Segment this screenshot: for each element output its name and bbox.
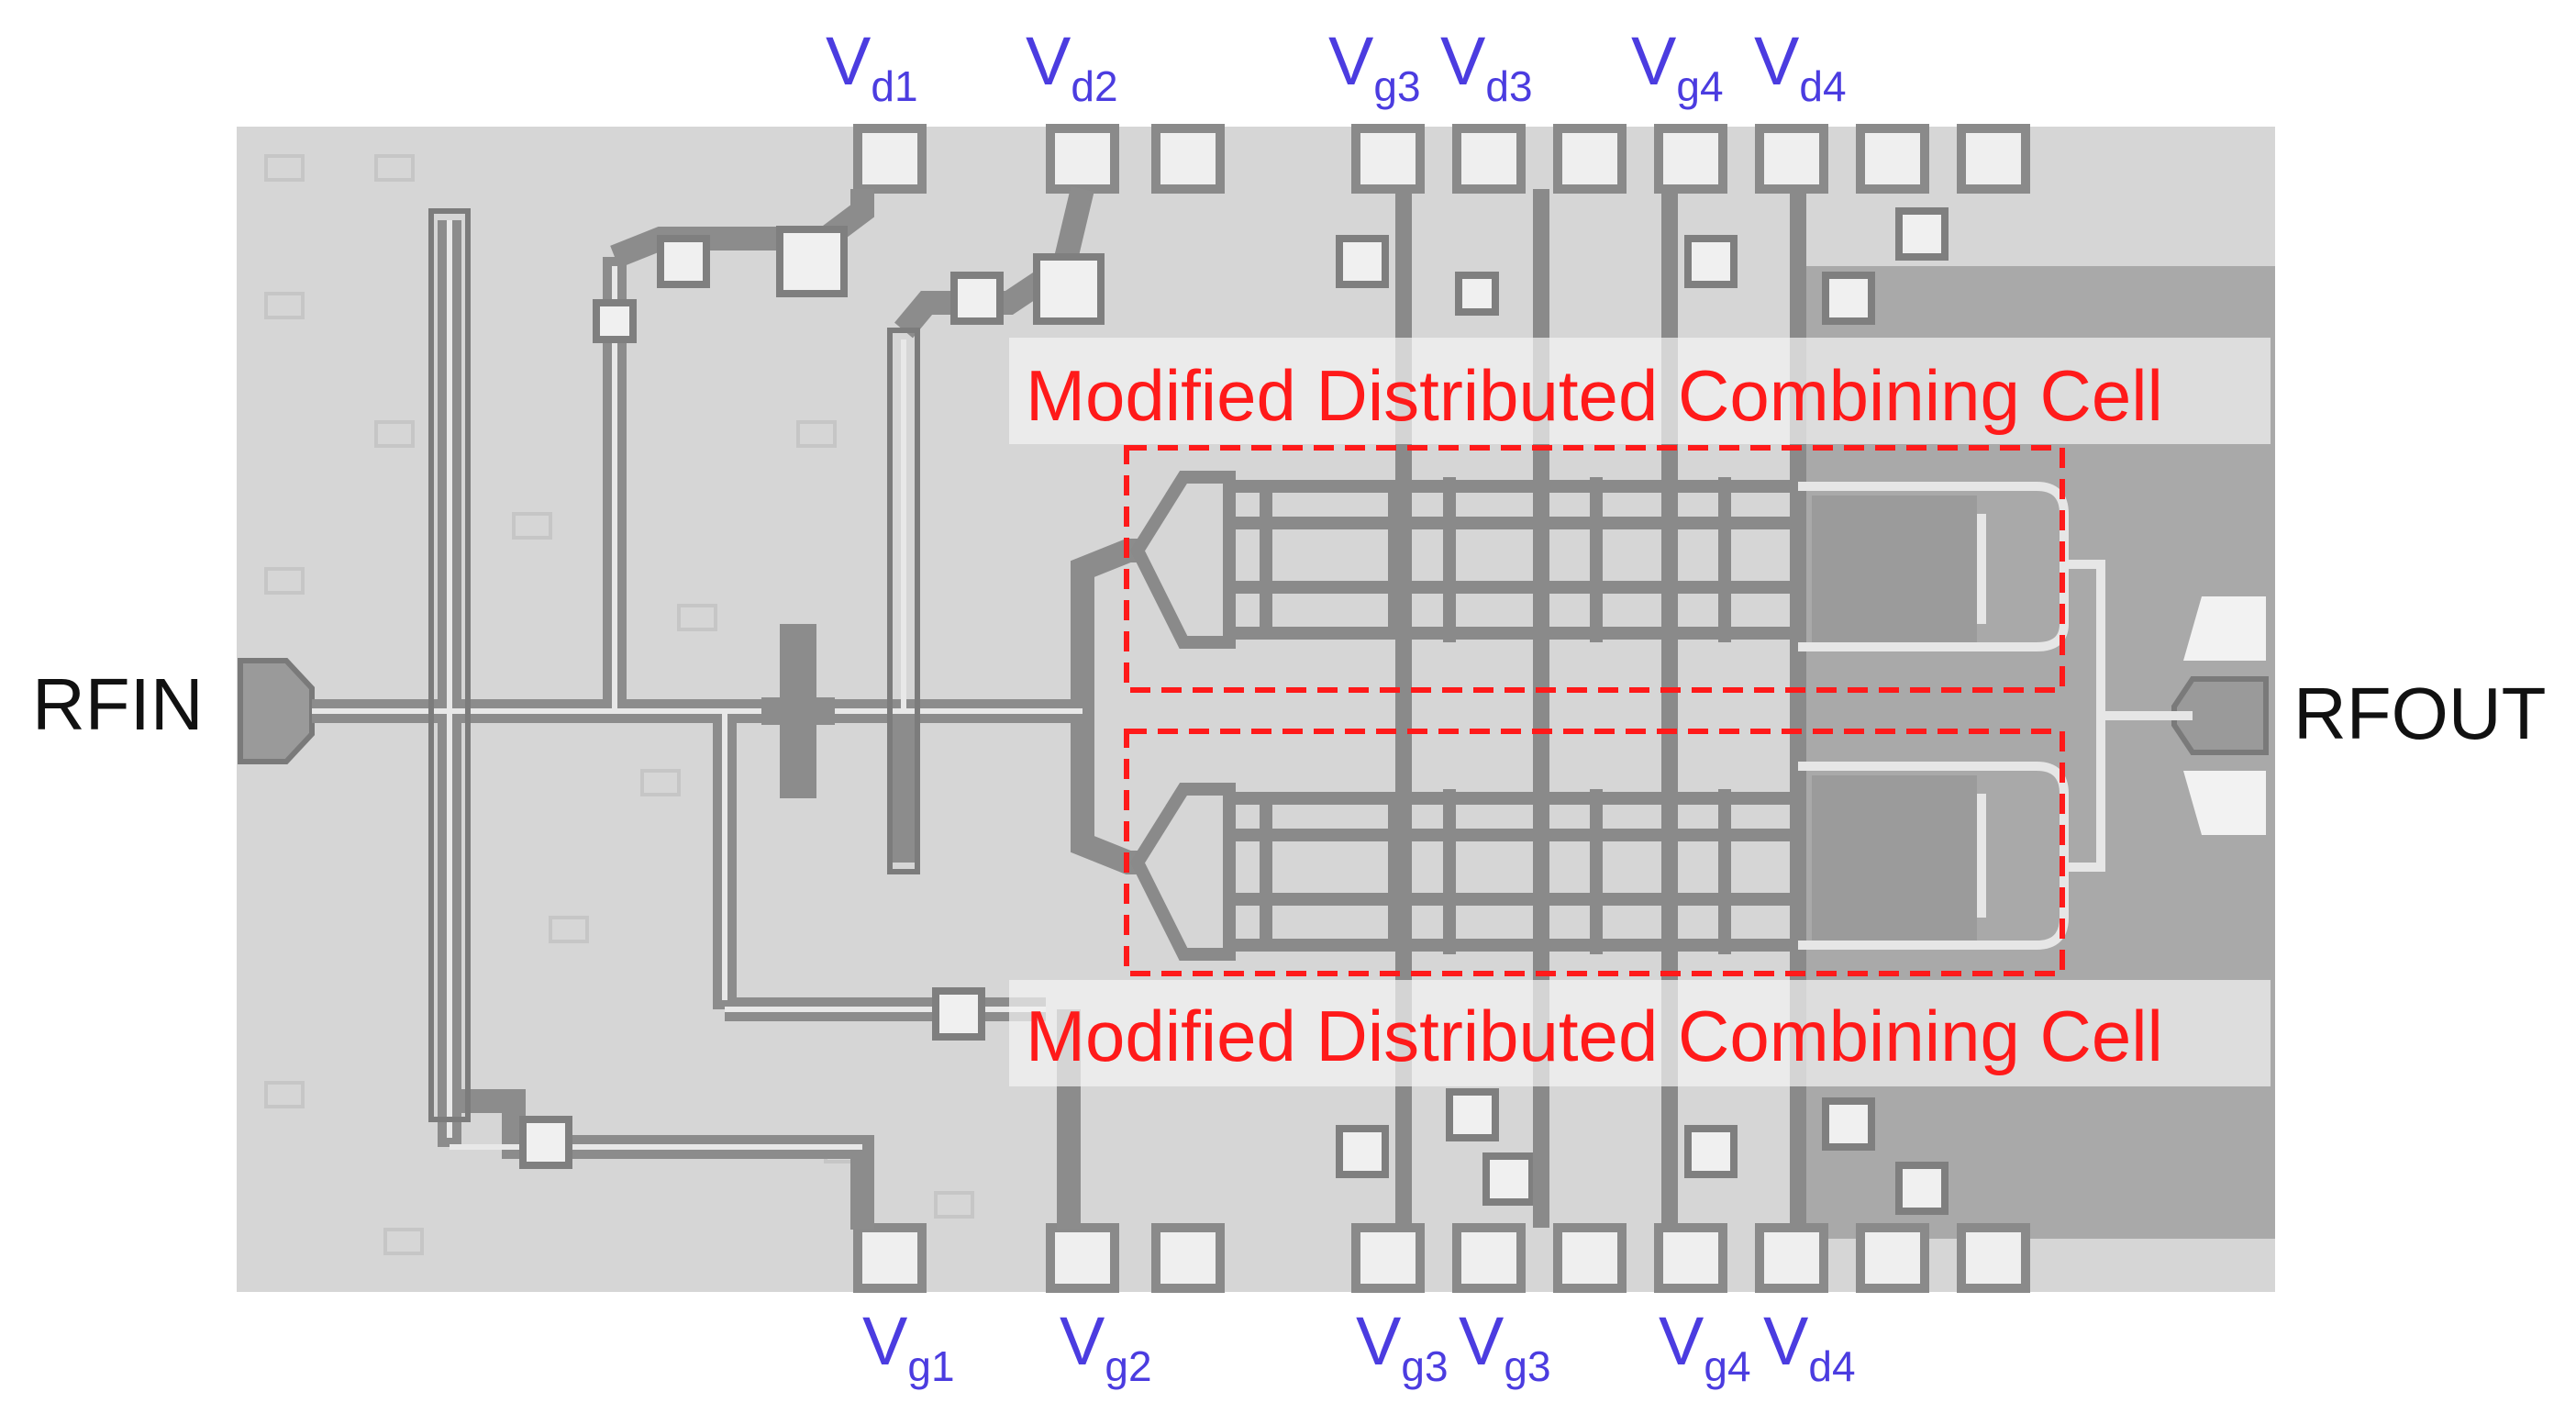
bias-network-bottom xyxy=(519,987,1949,1215)
pin-label-main: V xyxy=(1631,23,1677,99)
pin-label-sub: g4 xyxy=(1676,62,1724,110)
pin-label-main: V xyxy=(1440,23,1486,99)
upper-cell-highlight xyxy=(1124,445,2065,693)
cross-element-h xyxy=(761,697,835,725)
stub-vertical-left xyxy=(428,208,471,1122)
bottom-pads xyxy=(853,1223,2030,1293)
rfout-pad xyxy=(2171,676,2269,755)
label-strip-lower xyxy=(1009,980,2271,1086)
upper-cell-label: Modified Distributed Combining Cell xyxy=(1026,355,2163,436)
pin-label-vd1: Vd1 xyxy=(826,28,918,110)
stub-vertical-center xyxy=(887,328,920,874)
lower-cell-label: Modified Distributed Combining Cell xyxy=(1026,996,2163,1076)
pin-label-sub: d4 xyxy=(1808,1342,1856,1390)
pin-label-vg1: Vg1 xyxy=(862,1308,955,1390)
pin-label-vg4-top: Vg4 xyxy=(1631,28,1724,110)
rfout-ground-upper xyxy=(2183,596,2266,661)
pin-label-sub: g2 xyxy=(1105,1342,1152,1390)
pin-label-vd3: Vd3 xyxy=(1440,28,1533,110)
pin-label-vg2: Vg2 xyxy=(1060,1308,1152,1390)
upper-combining-cell xyxy=(1129,471,1798,649)
bias-network-top xyxy=(593,207,1949,343)
pin-label-sub: d2 xyxy=(1071,62,1118,110)
pin-label-vg3-bottom-b: Vg3 xyxy=(1459,1308,1551,1390)
pin-label-main: V xyxy=(1060,1303,1105,1379)
pin-label-main: V xyxy=(1328,23,1374,99)
pin-label-main: V xyxy=(1659,1303,1704,1379)
lower-combining-cell xyxy=(1129,783,1798,961)
pin-label-main: V xyxy=(1026,23,1071,99)
pin-label-sub: g3 xyxy=(1504,1342,1551,1390)
pin-label-sub: g3 xyxy=(1401,1342,1449,1390)
output-cap-lower xyxy=(1812,775,1977,941)
pin-label-main: V xyxy=(1459,1303,1505,1379)
pin-label-vd4-bottom: Vd4 xyxy=(1763,1308,1856,1390)
output-combiner xyxy=(1798,482,2193,950)
pin-label-sub: g4 xyxy=(1704,1342,1751,1390)
pin-label-main: V xyxy=(1763,1303,1809,1379)
pin-label-vg3-bottom-a: Vg3 xyxy=(1356,1308,1449,1390)
pin-label-vg3-top: Vg3 xyxy=(1328,28,1421,110)
label-strip-upper xyxy=(1009,338,2271,444)
pin-label-main: V xyxy=(862,1303,908,1379)
pin-label-sub: d4 xyxy=(1799,62,1847,110)
output-cap-upper xyxy=(1812,495,1977,642)
rfin-pad xyxy=(238,658,315,764)
top-pads xyxy=(853,124,2030,194)
substrate-pattern xyxy=(264,154,974,1255)
pin-label-sub: d3 xyxy=(1485,62,1533,110)
pin-label-sub: g1 xyxy=(907,1342,955,1390)
pin-label-vd4-top: Vd4 xyxy=(1754,28,1847,110)
input-feed-centerline xyxy=(312,220,1083,1150)
rfout-ground-lower xyxy=(2183,771,2266,835)
pin-label-main: V xyxy=(1754,23,1800,99)
pin-label-vd2: Vd2 xyxy=(1026,28,1118,110)
pin-label-main: V xyxy=(826,23,872,99)
pin-label-main: V xyxy=(1356,1303,1402,1379)
rfout-label: RFOUT xyxy=(2293,673,2547,754)
pin-label-vg4-bottom: Vg4 xyxy=(1659,1308,1751,1390)
pin-label-sub: g3 xyxy=(1373,62,1421,110)
pin-label-sub: d1 xyxy=(871,62,918,110)
rfin-label: RFIN xyxy=(32,663,204,745)
lower-cell-highlight xyxy=(1124,729,2065,976)
